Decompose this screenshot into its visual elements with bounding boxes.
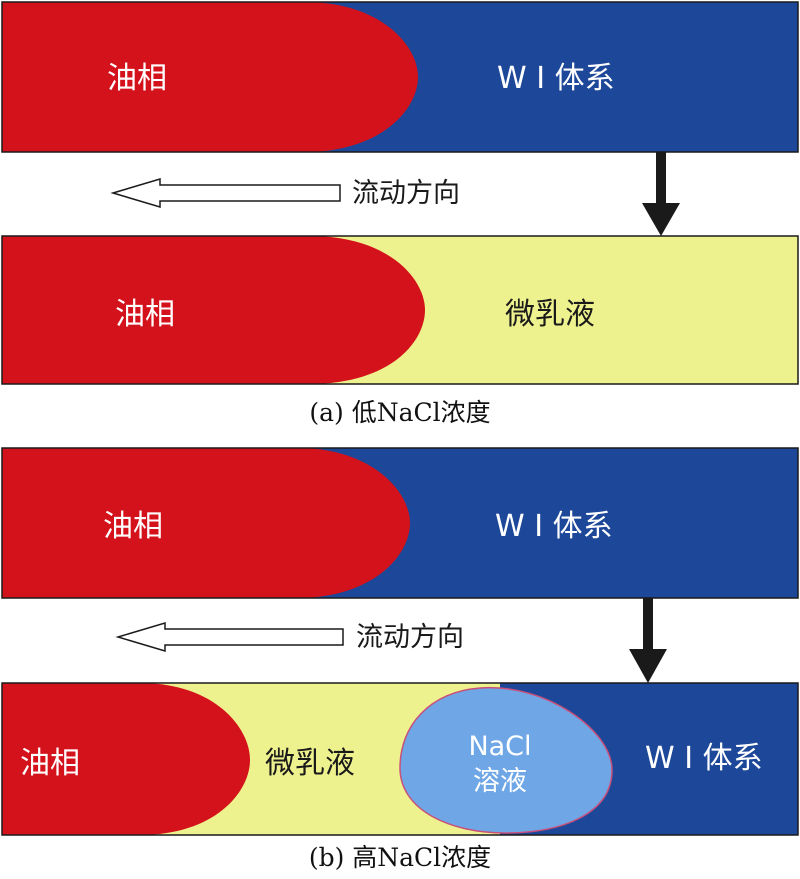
- panel-b-top-frame: [1, 447, 799, 599]
- solution-label: 溶液: [473, 766, 527, 797]
- flow-direction-arrow-icon: [110, 177, 341, 209]
- nacl-solution-region: [399, 686, 613, 834]
- flow-direction-arrow-icon: [115, 621, 344, 653]
- panel-a-top-frame: [1, 1, 799, 153]
- panel-a: 油相 W I 体系 流动方向 油相 微乳液 (a) 低NaCl浓度: [1, 1, 799, 427]
- oil-region: [2, 683, 250, 835]
- wi-system-label: W I 体系: [495, 509, 613, 544]
- panel-b: 油相 W I 体系 流动方向 油相 微乳液 NaCl 溶液 W I 体系 (b)…: [1, 447, 799, 872]
- panel-a-bottom-frame: [1, 235, 799, 385]
- oil-region: [2, 2, 418, 152]
- oil-label: 油相: [115, 297, 175, 332]
- oil-label: 油相: [20, 746, 80, 781]
- panel-b-bottom-frame: [1, 682, 799, 836]
- panel-a-top-bar: [2, 2, 798, 152]
- panel-b-bottom-bar: [2, 683, 798, 835]
- oil-label: 油相: [107, 61, 167, 96]
- wi-system-label: W I 体系: [645, 741, 763, 776]
- panel-b-top-bar: [2, 448, 798, 598]
- down-arrow-icon: [642, 152, 680, 236]
- oil-region: [2, 236, 425, 384]
- panel-a-caption: (a) 低NaCl浓度: [309, 398, 490, 427]
- wi-system-label: W I 体系: [497, 61, 615, 96]
- oil-label: 油相: [103, 509, 163, 544]
- flow-direction-label: 流动方向: [352, 178, 460, 209]
- flow-direction-label: 流动方向: [356, 622, 464, 653]
- down-arrow-icon: [629, 598, 667, 683]
- microemulsion-label: 微乳液: [265, 746, 355, 781]
- microemulsion-label: 微乳液: [505, 297, 595, 332]
- panel-b-caption: (b) 高NaCl浓度: [309, 843, 491, 872]
- panel-a-bottom-bar: [2, 236, 798, 384]
- nacl-label: NaCl: [468, 731, 531, 762]
- oil-region: [2, 448, 410, 598]
